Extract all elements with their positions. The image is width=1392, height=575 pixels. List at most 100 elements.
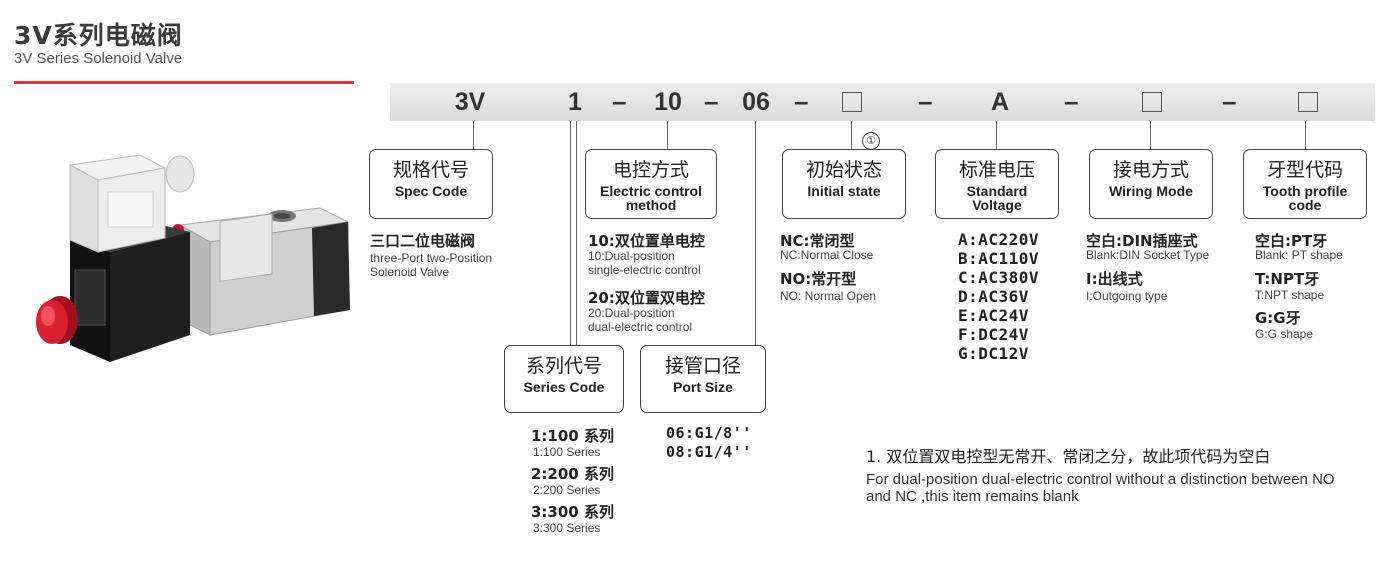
connector-spec <box>473 121 475 149</box>
initial-nc-en: NC:Normal Close <box>780 248 874 262</box>
port-size-item-08: 08:G1/4'' <box>666 443 752 461</box>
port-size-label-en: Port Size <box>673 379 733 395</box>
voltage-item-c: C:AC380V <box>958 268 1040 287</box>
connector-series-b <box>576 121 578 345</box>
connector-wiring <box>1150 121 1152 149</box>
page-title: 3V系列电磁阀 <box>14 21 183 50</box>
valve-label-plate <box>219 213 273 282</box>
code-voltage: A <box>990 88 1010 116</box>
voltage-item-g: G:DC12V <box>958 344 1029 363</box>
code-series-number: 1 <box>568 88 582 116</box>
code-tooth-box <box>1298 92 1318 112</box>
header-accent-line <box>14 81 354 84</box>
spec-code-desc-cn: 三口二位电磁阀 <box>370 232 476 250</box>
spec-code-label-cn: 规格代号 <box>392 159 469 181</box>
wiring-din-en: Blank:DIN Socket Type <box>1086 248 1210 262</box>
standard-voltage-label-en: Standard <box>966 183 1028 199</box>
standard-voltage-label-cn: 标准电压 <box>958 159 1035 181</box>
series-item-2-cn: 2:200 系列 <box>531 465 614 483</box>
spec-code-box: 规格代号 Spec Code <box>369 149 493 219</box>
series-code-box: 系列代号 Series Code <box>504 345 624 413</box>
spec-code-desc-en: three-Port two-Position <box>370 251 493 265</box>
code-port-size: 06 <box>742 88 770 116</box>
port-size-label-cn: 接管口径 <box>664 355 741 377</box>
voltage-item-d: D:AC36V <box>958 287 1029 306</box>
din-connector-window <box>107 191 154 228</box>
tooth-profile-label-en: Tooth profile <box>1262 183 1348 199</box>
code-series-prefix: 3V <box>454 88 486 116</box>
voltage-item-b: B:AC110V <box>958 249 1040 268</box>
tooth-profile-box: 牙型代码 Tooth profile code <box>1243 149 1367 219</box>
electric-control-box: 电控方式 Electric control method <box>585 149 717 219</box>
code-dash: – <box>612 86 627 116</box>
tooth-profile-label-en: code <box>1288 197 1322 213</box>
footnote-en: For dual-position dual-electric control … <box>866 471 1335 505</box>
wiring-mode-label-en: Wiring Mode <box>1109 183 1193 199</box>
voltage-item-a: A:AC220V <box>958 230 1040 249</box>
tooth-pt-en: Blank: PT shape <box>1255 248 1343 262</box>
series-item-1-cn: 1:100 系列 <box>531 427 614 445</box>
connector-tooth <box>1305 121 1307 149</box>
manual-knob-highlight <box>41 306 55 326</box>
standard-voltage-label-en: Voltage <box>972 197 1022 213</box>
connector-voltage <box>996 121 998 149</box>
control-item-10-en: single-electric control <box>588 263 701 277</box>
electric-control-label-en: Electric control <box>600 183 702 199</box>
series-code-label-cn: 系列代号 <box>525 355 602 377</box>
initial-nc-cn: NC:常闭型 <box>780 232 855 250</box>
wiring-outgoing-en: I:Outgoing type <box>1086 289 1168 303</box>
connector-control <box>667 121 669 149</box>
code-dash: – <box>704 86 719 116</box>
code-wiring-box <box>1142 92 1162 112</box>
coil-label <box>74 269 106 326</box>
initial-state-label-cn: 初始状态 <box>805 159 882 181</box>
code-control-method: 10 <box>654 88 682 116</box>
model-code-bar: 3V 1 – 10 – 06 – – A – – <box>390 83 1375 121</box>
initial-no-cn: NO:常开型 <box>780 270 857 288</box>
initial-state-box: 初始状态 Initial state <box>782 149 906 219</box>
tooth-npt-cn: T:NPT牙 <box>1255 270 1320 288</box>
tooth-pt-cn: 空白:PT牙 <box>1255 232 1328 250</box>
wiring-mode-box: 接电方式 Wiring Mode <box>1089 149 1213 219</box>
spec-code-desc-en: Solenoid Valve <box>370 265 450 279</box>
valve-port-inner <box>274 213 290 219</box>
wiring-mode-label-cn: 接电方式 <box>1112 159 1189 181</box>
control-item-20-en: 20:Dual-position <box>588 306 675 320</box>
series-code-label-en: Series Code <box>523 379 605 395</box>
series-item-1-en: 1:100 Series <box>533 445 601 459</box>
series-item-2-en: 2:200 Series <box>533 483 601 497</box>
voltage-item-e: E:AC24V <box>958 306 1029 325</box>
cable-gland <box>165 155 195 193</box>
electric-control-label-cn: 电控方式 <box>612 159 689 181</box>
page-subtitle: 3V Series Solenoid Valve <box>14 50 183 67</box>
note-mark: ① <box>862 132 880 150</box>
electric-control-label-en: method <box>625 197 677 213</box>
control-item-20-cn: 20:双位置双电控 <box>588 289 705 307</box>
footnote-cn: 1. 双位置双电控型无常开、常闭之分，故此项代码为空白 <box>866 447 1271 466</box>
port-size-item-06: 06:G1/8'' <box>666 424 752 442</box>
code-dash: – <box>1064 86 1079 116</box>
series-item-3-en: 3:300 Series <box>533 521 601 535</box>
connector-series <box>570 121 572 345</box>
tooth-g-cn: G:G牙 <box>1255 309 1301 327</box>
din-connector-side <box>69 164 99 253</box>
coil-front <box>110 232 190 362</box>
initial-no-en: NO: Normal Open <box>780 289 877 303</box>
code-dash: – <box>1222 86 1237 116</box>
solenoid-valve-image <box>36 154 350 362</box>
series-item-3-cn: 3:300 系列 <box>531 503 614 521</box>
tooth-profile-label-cn: 牙型代码 <box>1266 159 1343 181</box>
control-item-10-cn: 10:双位置单电控 <box>588 232 705 250</box>
control-item-20-en: dual-electric control <box>588 320 693 334</box>
code-dash: – <box>918 86 933 116</box>
code-initial-state-box <box>842 92 862 112</box>
spec-code-label-en: Spec Code <box>394 183 468 199</box>
initial-state-label-en: Initial state <box>807 183 881 199</box>
connector-initial <box>851 121 853 149</box>
voltage-item-f: F:DC24V <box>958 325 1029 344</box>
connector-port <box>755 121 757 345</box>
valve-end-cap <box>312 222 350 316</box>
port-size-box: 接管口径 Port Size <box>640 345 766 413</box>
standard-voltage-box: 标准电压 Standard Voltage <box>935 149 1059 219</box>
control-item-10-en: 10:Dual-position <box>588 249 675 263</box>
